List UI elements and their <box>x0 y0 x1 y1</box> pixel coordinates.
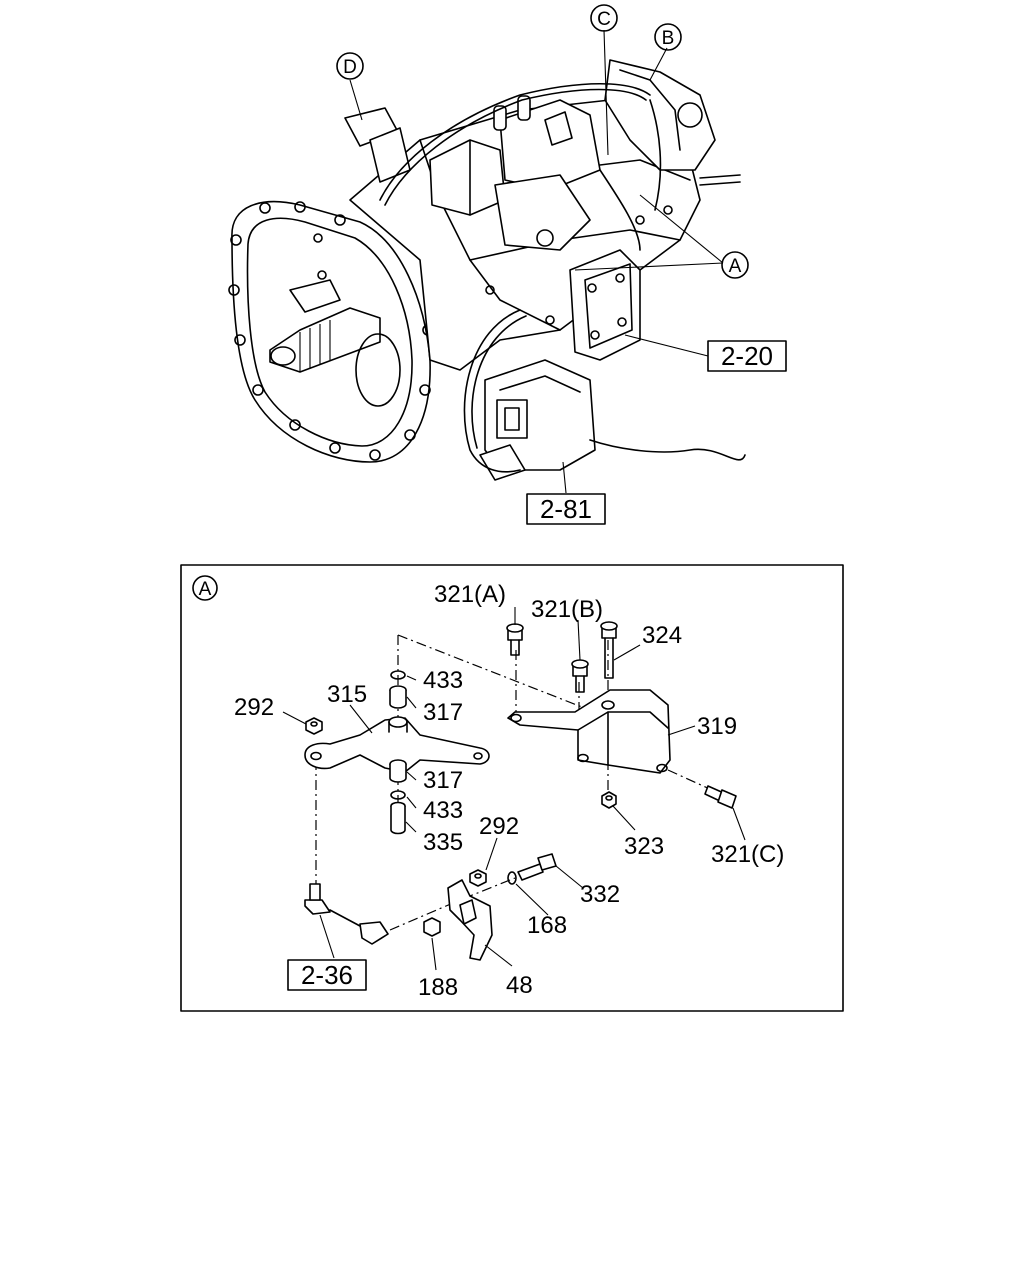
label-315: 315 <box>327 681 367 708</box>
nut-292-left <box>305 717 323 735</box>
detail-a-frame <box>180 564 844 1012</box>
bracket-48 <box>447 879 493 961</box>
label-323: 323 <box>624 833 664 860</box>
label-324: 324 <box>642 622 682 649</box>
callout-label-d: D <box>343 57 357 78</box>
label-319: 319 <box>697 713 737 740</box>
label-317-bottom: 317 <box>423 767 463 794</box>
nut-188 <box>423 917 441 937</box>
detail-callout-label: A <box>199 579 212 600</box>
label-321b: 321(B) <box>531 596 603 623</box>
bolt-321a <box>506 623 524 656</box>
bolt-324 <box>600 621 618 679</box>
oring-433-bottom <box>390 790 406 800</box>
washer-168 <box>507 871 517 885</box>
callout-label-a: A <box>729 256 742 277</box>
bolt-332 <box>517 853 557 881</box>
nut-323 <box>601 791 617 809</box>
callout-c: C <box>590 4 618 32</box>
bracket-319 <box>507 689 671 774</box>
label-292-mid: 292 <box>479 813 519 840</box>
detail-leader-lines <box>282 607 746 971</box>
reference-2-81: 2-81 <box>526 493 606 525</box>
detail-callout-circle <box>192 575 218 601</box>
label-433-top: 433 <box>423 667 463 694</box>
label-317-top: 317 <box>423 699 463 726</box>
callout-label-b: B <box>662 28 675 49</box>
reference-box-2-81 <box>526 493 606 525</box>
reference-label-2-81: 2-81 <box>540 494 592 524</box>
upper-leader-lines <box>349 29 724 494</box>
callout-label-c: C <box>597 9 611 30</box>
callout-circle-a <box>721 251 749 279</box>
reference-label-2-20: 2-20 <box>721 341 773 371</box>
bolt-321c <box>704 785 737 809</box>
transmission-assembly-illustration <box>228 59 746 481</box>
callout-circle-c <box>590 4 618 32</box>
callout-circle-d <box>336 52 364 80</box>
callout-circle-b <box>654 23 682 51</box>
bolt-321b <box>571 659 589 693</box>
callout-a: A <box>721 251 749 279</box>
nut-292-mid <box>469 869 487 887</box>
label-168: 168 <box>527 912 567 939</box>
oring-433-top <box>390 670 406 680</box>
bushing-317-bottom <box>389 759 407 783</box>
pin-335 <box>390 801 406 835</box>
label-321c: 321(C) <box>711 841 784 868</box>
reference-2-36: 2-36 <box>287 959 367 991</box>
reference-2-20: 2-20 <box>707 340 787 372</box>
label-188: 188 <box>418 974 458 1001</box>
reference-box-2-20 <box>707 340 787 372</box>
label-335: 335 <box>423 829 463 856</box>
label-48: 48 <box>506 972 533 999</box>
lever-315 <box>304 716 490 773</box>
label-321a: 321(A) <box>434 581 506 608</box>
callout-d: D <box>336 52 364 80</box>
detail-a-callout: A <box>192 575 218 601</box>
reference-box-2-36 <box>287 959 367 991</box>
label-292-left: 292 <box>234 694 274 721</box>
bushing-317-top <box>389 685 407 709</box>
reference-label-2-36: 2-36 <box>301 960 353 990</box>
rod-end-assembly <box>304 883 389 945</box>
part-labels: 321(A) 321(B) 324 433 315 292 317 319 31… <box>234 581 784 1001</box>
label-433-bottom: 433 <box>423 797 463 824</box>
detail-center-lines <box>315 634 713 931</box>
label-332: 332 <box>580 881 620 908</box>
callout-b: B <box>654 23 682 51</box>
